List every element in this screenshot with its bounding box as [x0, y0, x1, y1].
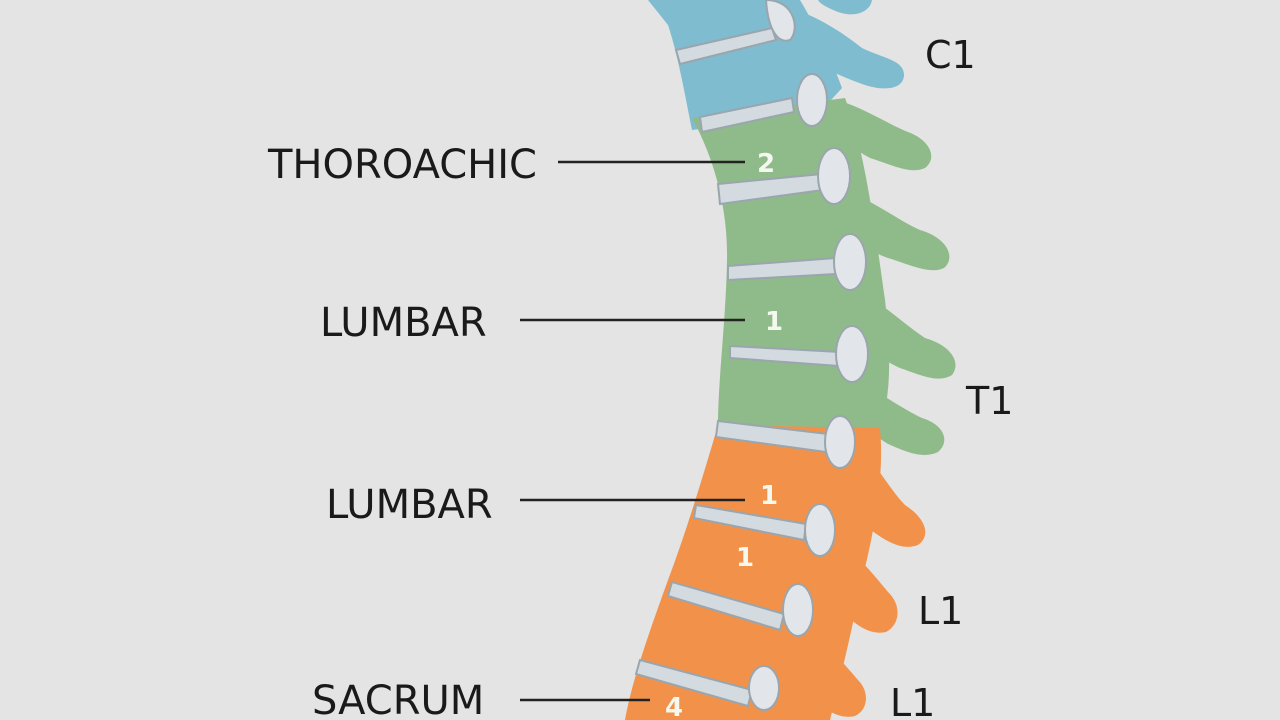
vertebra-number: 2 [757, 149, 775, 179]
label-sacrum: SACRUM [312, 678, 484, 720]
facet-3 [817, 147, 851, 205]
lumbar-process-2 [833, 540, 898, 633]
label-t1: T1 [965, 379, 1013, 423]
label-c1: C1 [925, 33, 976, 77]
thoracic-process-3 [858, 290, 956, 379]
facet-joints [748, 0, 869, 711]
disc-7 [692, 503, 808, 542]
intervertebral-discs [634, 26, 842, 708]
thoracic-process-2 [845, 190, 950, 271]
label-l1-upper: L1 [918, 589, 963, 633]
label-thoroachic: THOROACHIC [267, 142, 537, 188]
lumbar-process-1 [852, 450, 926, 547]
label-lumbar-lower: LUMBAR [326, 482, 493, 528]
disc-9 [634, 658, 754, 708]
facet-5 [835, 325, 869, 383]
facet-1 [764, 0, 796, 42]
lumbar-process-3 [804, 632, 866, 717]
leader-lines [520, 160, 745, 702]
thoracic-process-4 [862, 385, 945, 455]
facet-2 [796, 73, 828, 127]
facet-8 [782, 583, 814, 637]
vertebra-number: 1 [736, 543, 754, 573]
facet-6 [824, 415, 856, 469]
cervical-process-1 [790, 8, 905, 89]
vertebra-number: 1 [765, 307, 783, 337]
label-l1-lower: L1 [890, 681, 935, 720]
disc-8 [666, 580, 786, 632]
disc-1 [674, 26, 778, 66]
vertebra-number: 1 [760, 481, 778, 511]
disc-2 [698, 96, 796, 134]
cervical-process-top [818, 0, 872, 15]
facet-4 [833, 233, 867, 291]
label-lumbar-upper: LUMBAR [320, 300, 487, 346]
vertebra-number: 4 [665, 693, 683, 720]
facet-9 [748, 665, 780, 711]
facet-7 [804, 503, 836, 557]
lumbar-region [625, 425, 926, 720]
thoracic-process-1 [838, 100, 932, 171]
